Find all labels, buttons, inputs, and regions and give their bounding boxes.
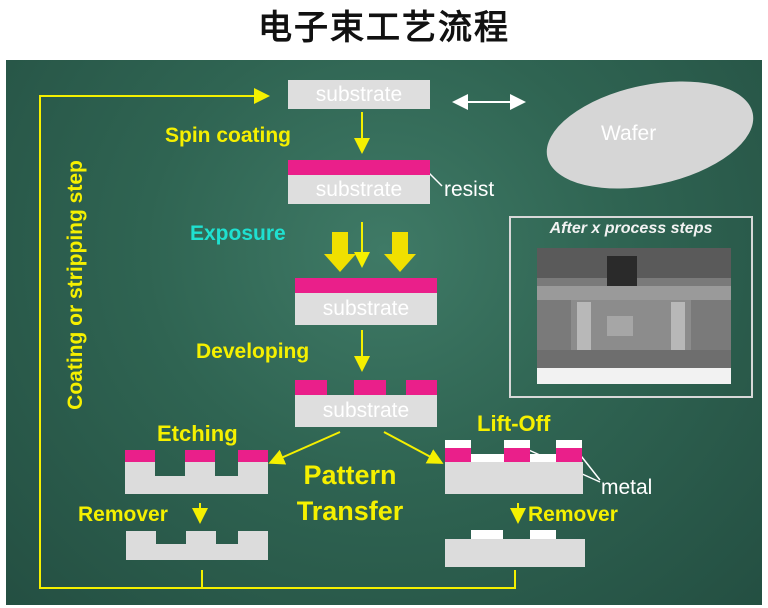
pattern-transfer-label-1: Pattern [303, 460, 397, 490]
resist-block [238, 450, 268, 462]
resist-block [504, 448, 530, 462]
exposure-label: Exposure [190, 222, 286, 245]
resist-block [445, 448, 471, 462]
wafer-shape [546, 81, 754, 189]
metal-cap [504, 440, 530, 448]
spin-coating-label: Spin coating [165, 124, 291, 147]
substrate-step3: substrate [295, 293, 437, 325]
remover-left-label: Remover [78, 503, 168, 526]
liftoff-substrate [445, 462, 583, 494]
substrate-step4: substrate [295, 395, 437, 427]
loop-line [39, 88, 516, 589]
resist-layer-step2 [288, 160, 430, 175]
page-title: 电子束工艺流程 [258, 8, 510, 48]
final-metal [471, 530, 503, 539]
resist-block [125, 450, 155, 462]
sem-micrograph [537, 248, 731, 384]
substrate-step1: substrate [288, 80, 430, 109]
etched-ridge [125, 462, 155, 476]
exposure-arrows [324, 232, 416, 272]
metal-cap [556, 440, 582, 448]
etched-ridge [185, 462, 215, 476]
final-ridge [238, 531, 268, 544]
sem-image-box: After x process steps [509, 216, 753, 398]
final-etched-substrate [126, 544, 268, 560]
pattern-transfer-label-2: Transfer [296, 496, 404, 526]
final-metal [530, 530, 556, 539]
resist-layer-step3 [295, 278, 437, 293]
resist-block [185, 450, 215, 462]
etched-ridge [238, 462, 268, 476]
remover-right-label: Remover [528, 503, 618, 526]
metal-cap [445, 440, 471, 448]
arrow-etch [268, 431, 341, 465]
metal-label: metal [601, 476, 653, 499]
etching-label: Etching [157, 421, 238, 446]
metal-deposit [471, 454, 504, 462]
wafer-label: Wafer [601, 122, 657, 145]
resist-block [354, 380, 386, 395]
final-ridge [186, 531, 216, 544]
resist-block [556, 448, 582, 462]
resist-label: resist [444, 178, 495, 201]
lift-off-label: Lift-Off [477, 411, 551, 436]
loop-label: Coating or stripping step [64, 160, 87, 410]
resist-block [406, 380, 437, 395]
developing-label: Developing [196, 340, 310, 363]
etched-substrate [125, 476, 268, 494]
metal-deposit [530, 454, 556, 462]
sem-caption: After x process steps [549, 220, 713, 237]
substrate-step2: substrate [288, 175, 430, 204]
final-liftoff-substrate [445, 539, 585, 567]
final-ridge [126, 531, 156, 544]
resist-block [295, 380, 327, 395]
arrow-liftoff [383, 431, 444, 464]
